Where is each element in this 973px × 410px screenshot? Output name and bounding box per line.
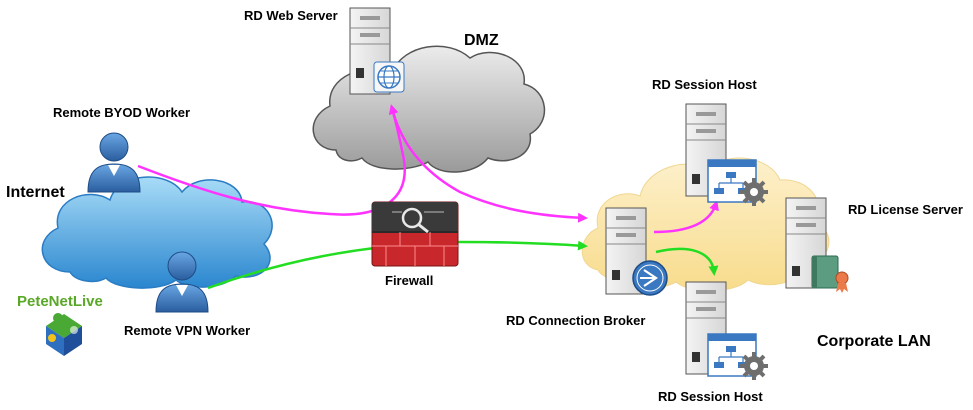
broker-to-session-top-path — [653, 200, 719, 234]
corporate-lan-label: Corporate LAN — [817, 333, 931, 350]
byod-worker-user-icon — [87, 132, 141, 193]
remote-vpn-worker-label: Remote VPN Worker — [124, 323, 250, 338]
remote-byod-worker-label: Remote BYOD Worker — [53, 105, 190, 120]
rd-connection-broker — [605, 207, 668, 296]
license-icon — [811, 255, 849, 293]
gear-icon — [740, 178, 768, 206]
rd-session-host-bottom — [685, 281, 768, 380]
rd-connection-broker-label: RD Connection Broker — [506, 313, 645, 328]
byod-to-web-path — [137, 104, 407, 216]
server-icon — [349, 7, 391, 95]
internet-cloud — [41, 176, 273, 289]
internet-label: Internet — [6, 184, 65, 201]
rd-license-server — [785, 197, 849, 293]
labels: RD Web Server DMZ Remote BYOD Worker Int… — [6, 8, 963, 404]
gear-icon — [740, 352, 768, 380]
rd-web-server — [349, 7, 405, 95]
server-icon — [605, 207, 647, 295]
broker-icon — [632, 260, 668, 296]
petenetlive-logo: PeteNetLive — [17, 293, 103, 356]
globe-icon — [373, 61, 405, 93]
app-window-icon — [707, 159, 757, 203]
rd-web-server-label: RD Web Server — [244, 8, 338, 23]
rd-license-server-label: RD License Server — [848, 202, 963, 217]
logo-text: PeteNetLive — [17, 293, 103, 310]
rd-session-host-bottom-label: RD Session Host — [658, 389, 763, 404]
puzzle-icon — [46, 313, 82, 356]
rd-session-host-top-label: RD Session Host — [652, 77, 757, 92]
firewall-icon — [371, 201, 459, 267]
rd-session-host-top — [685, 103, 768, 206]
dmz-cloud — [312, 45, 546, 173]
dmz-label: DMZ — [464, 32, 499, 49]
vpn-worker-user-icon — [155, 251, 209, 313]
web-to-broker-path — [390, 107, 588, 223]
firewall-label: Firewall — [385, 273, 433, 288]
broker-to-session-bottom-path — [655, 247, 719, 276]
